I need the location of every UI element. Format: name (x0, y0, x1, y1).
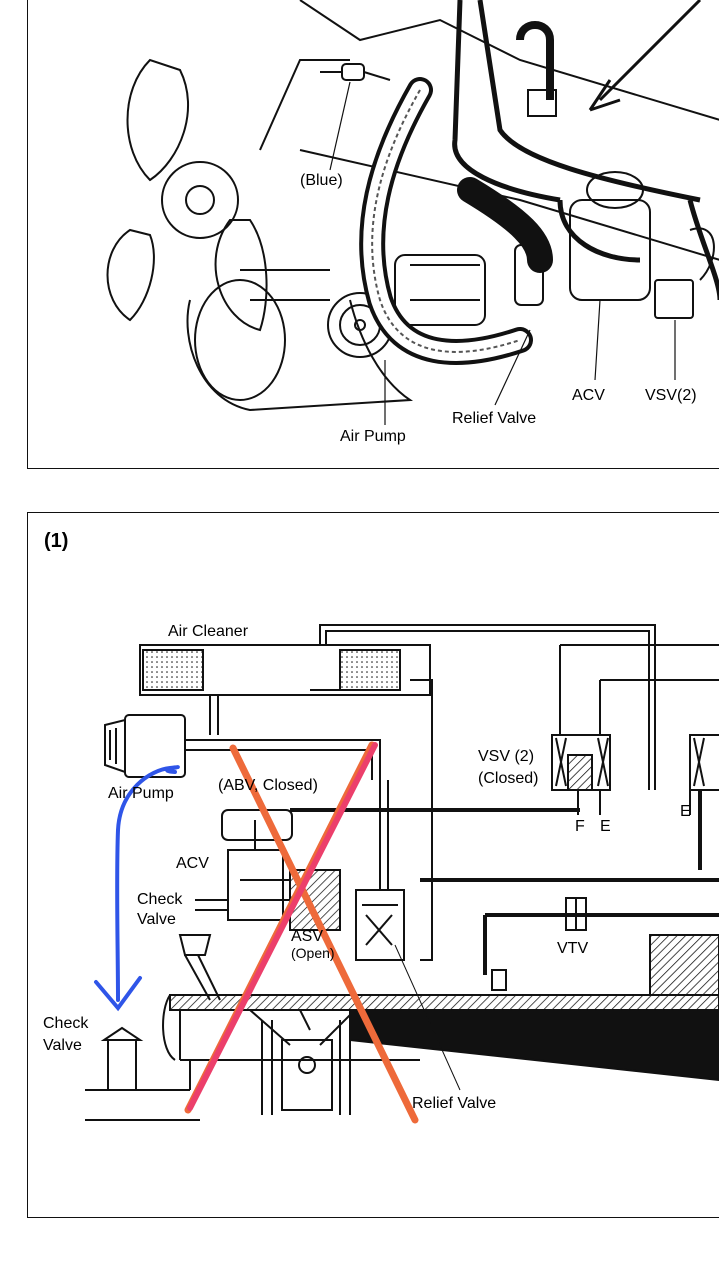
air-pump-label-schematic: Air Pump (108, 785, 174, 802)
vtv-label: VTV (557, 940, 589, 957)
vsv2-label-schematic: VSV (2) (478, 748, 535, 765)
vsv2-state-label: (Closed) (478, 770, 539, 787)
port-e-right-label: E (680, 803, 691, 820)
cross-stroke-orange (229, 744, 419, 1124)
reroute-arrowhead (94, 976, 142, 1012)
port-f-label: F (575, 818, 585, 835)
vsv2-label: VSV(2) (645, 387, 697, 404)
engine-illustration (106, 0, 719, 425)
acv-label-schematic: ACV (176, 855, 209, 872)
port-e-label: E (600, 818, 611, 835)
panel-number: (1) (44, 530, 69, 552)
schematic-panel (27, 512, 719, 1218)
check-valve-upper-label-2: Valve (137, 911, 176, 928)
relief-valve-label: Relief Valve (452, 410, 537, 427)
acv-label: ACV (572, 387, 605, 404)
relief-valve-label-schematic: Relief Valve (412, 1095, 497, 1112)
check-valve-lower-label-1: Check (43, 1015, 89, 1032)
asv-label: ASV (291, 928, 324, 945)
reroute-line (115, 765, 180, 1002)
air-cleaner-label: Air Cleaner (168, 623, 249, 640)
abv-closed-label: (ABV, Closed) (218, 777, 318, 794)
check-valve-lower-label-2: Valve (43, 1037, 82, 1054)
asv-state-label: (Open) (291, 945, 335, 961)
check-valve-upper-label-1: Check (137, 891, 183, 908)
blue-wire-label: (Blue) (300, 172, 343, 189)
cross-stroke-pink (187, 742, 378, 1111)
air-pump-label: Air Pump (340, 428, 406, 445)
